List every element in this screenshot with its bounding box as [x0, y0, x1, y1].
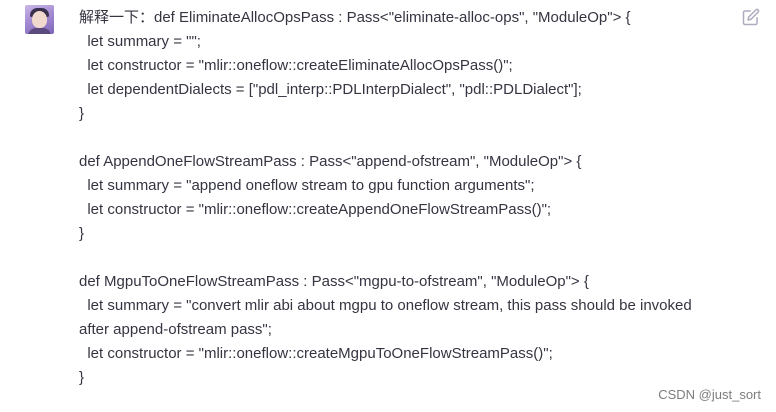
message-line: }: [79, 369, 85, 386]
message-line: let summary = "append oneflow stream to …: [79, 177, 535, 194]
edit-message-button[interactable]: [742, 8, 760, 26]
user-message: 解释一下：def EliminateAllocOpsPass : Pass<"e…: [79, 6, 739, 390]
message-line: let constructor = "mlir::oneflow::create…: [79, 57, 513, 74]
message-line: let constructor = "mlir::oneflow::create…: [79, 345, 553, 362]
blank-line: [79, 246, 739, 270]
message-line: let dependentDialects = ["pdl_interp::PD…: [79, 81, 582, 98]
message-line: let summary = "convert mlir abi about mg…: [79, 297, 692, 314]
blank-line: [79, 126, 739, 150]
message-line: after append-ofstream pass";: [79, 321, 272, 338]
message-line: 解释一下：def EliminateAllocOpsPass : Pass<"e…: [79, 9, 631, 26]
message-line: }: [79, 225, 85, 242]
message-line: def MgpuToOneFlowStreamPass : Pass<"mgpu…: [79, 273, 589, 290]
message-line: }: [79, 105, 85, 122]
watermark: CSDN @just_sort: [658, 387, 761, 402]
message-line: def AppendOneFlowStreamPass : Pass<"appe…: [79, 153, 582, 170]
user-avatar: [25, 5, 54, 34]
message-line: let summary = "";: [79, 33, 201, 50]
message-line: let constructor = "mlir::oneflow::create…: [79, 201, 552, 218]
edit-icon: [742, 8, 760, 26]
